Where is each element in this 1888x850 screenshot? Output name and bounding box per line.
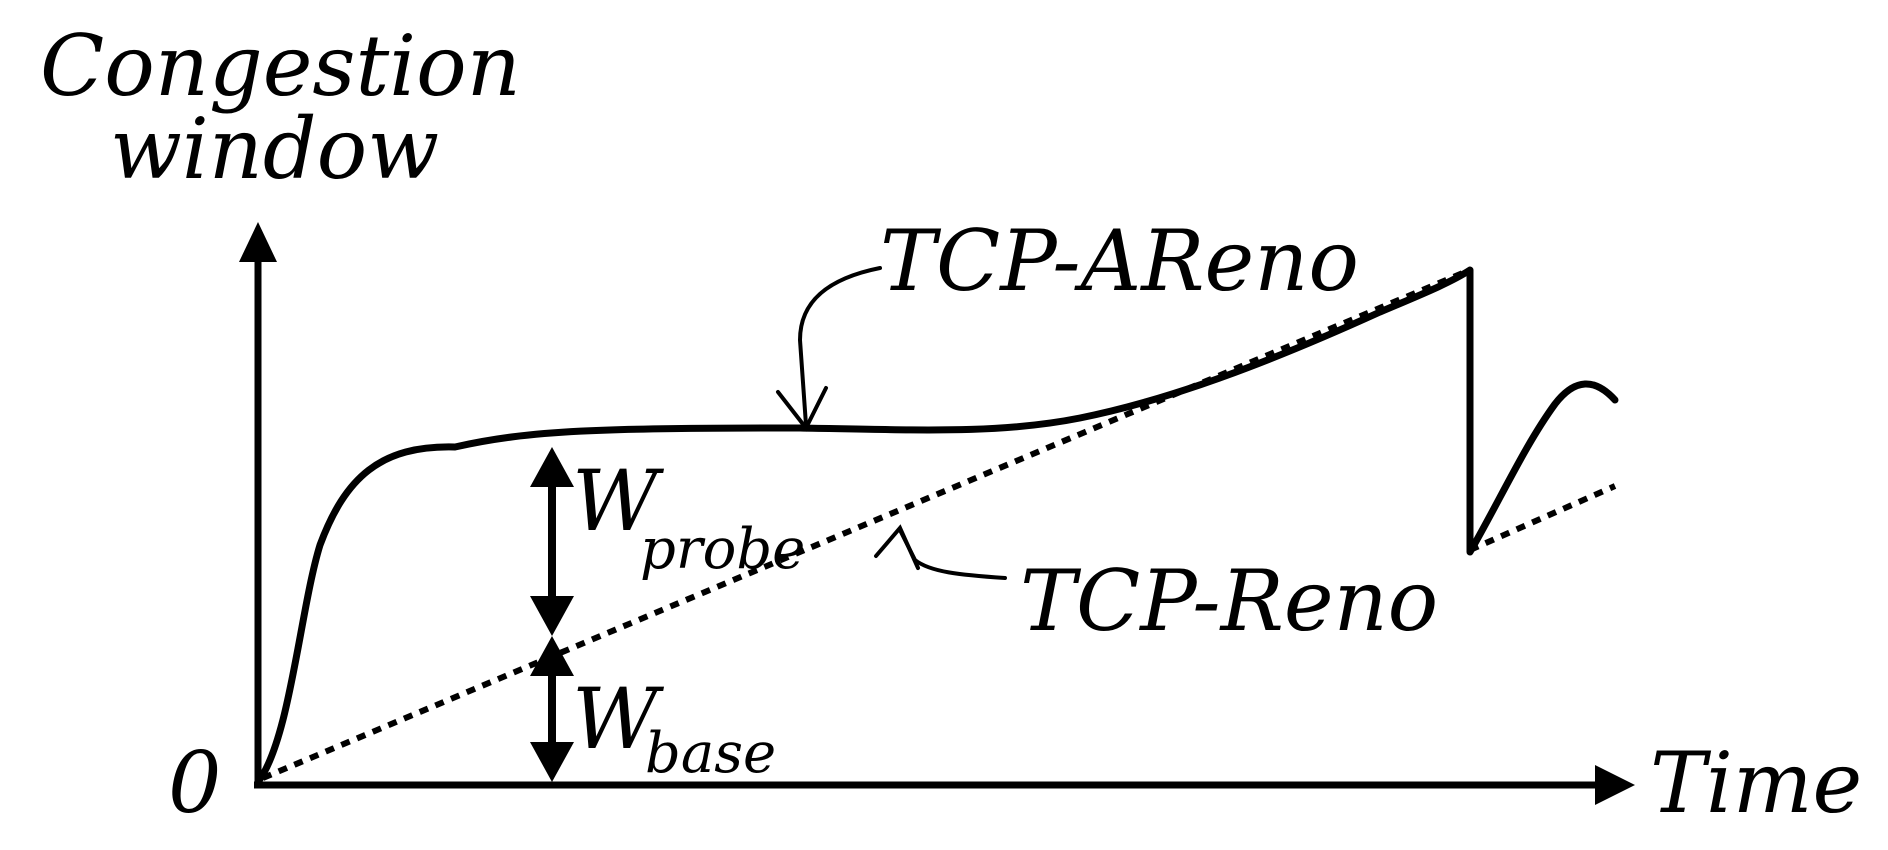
x-axis-arrowhead: [1595, 765, 1635, 805]
w-probe-subscript: probe: [640, 517, 805, 582]
tcp-reno-pointer-head: [874, 524, 920, 570]
tcp-areno-label: TCP-AReno: [880, 212, 1359, 310]
tcp-areno-curve: [254, 266, 1619, 786]
tcp-reno-label: TCP-Reno: [1020, 552, 1438, 650]
w-probe-arrowhead-top: [530, 447, 574, 487]
tcp-areno-pointer: [797, 266, 882, 427]
tcp-reno-curve: [261, 267, 1617, 781]
w-base-main-text: W: [572, 670, 665, 768]
tcp-reno-pointer: [898, 528, 1007, 580]
tcp-areno-pointer-head: [776, 386, 828, 432]
w-base-subscript: base: [645, 721, 776, 786]
w-base-arrowhead-bottom: [530, 742, 574, 782]
w-probe-main-text: W: [572, 452, 665, 550]
w-base-label: W: [572, 670, 665, 768]
y-axis-label-line2: window: [110, 100, 439, 198]
w-base-arrowhead-top: [530, 636, 574, 676]
x-axis-label: Time: [1650, 734, 1862, 832]
y-axis-arrowhead: [239, 222, 277, 262]
w-probe-arrowhead-bottom: [530, 596, 574, 636]
origin-label: 0: [168, 734, 221, 832]
y-axis-label-line1: Congestion: [40, 17, 521, 115]
w-probe-label: W: [572, 452, 665, 550]
